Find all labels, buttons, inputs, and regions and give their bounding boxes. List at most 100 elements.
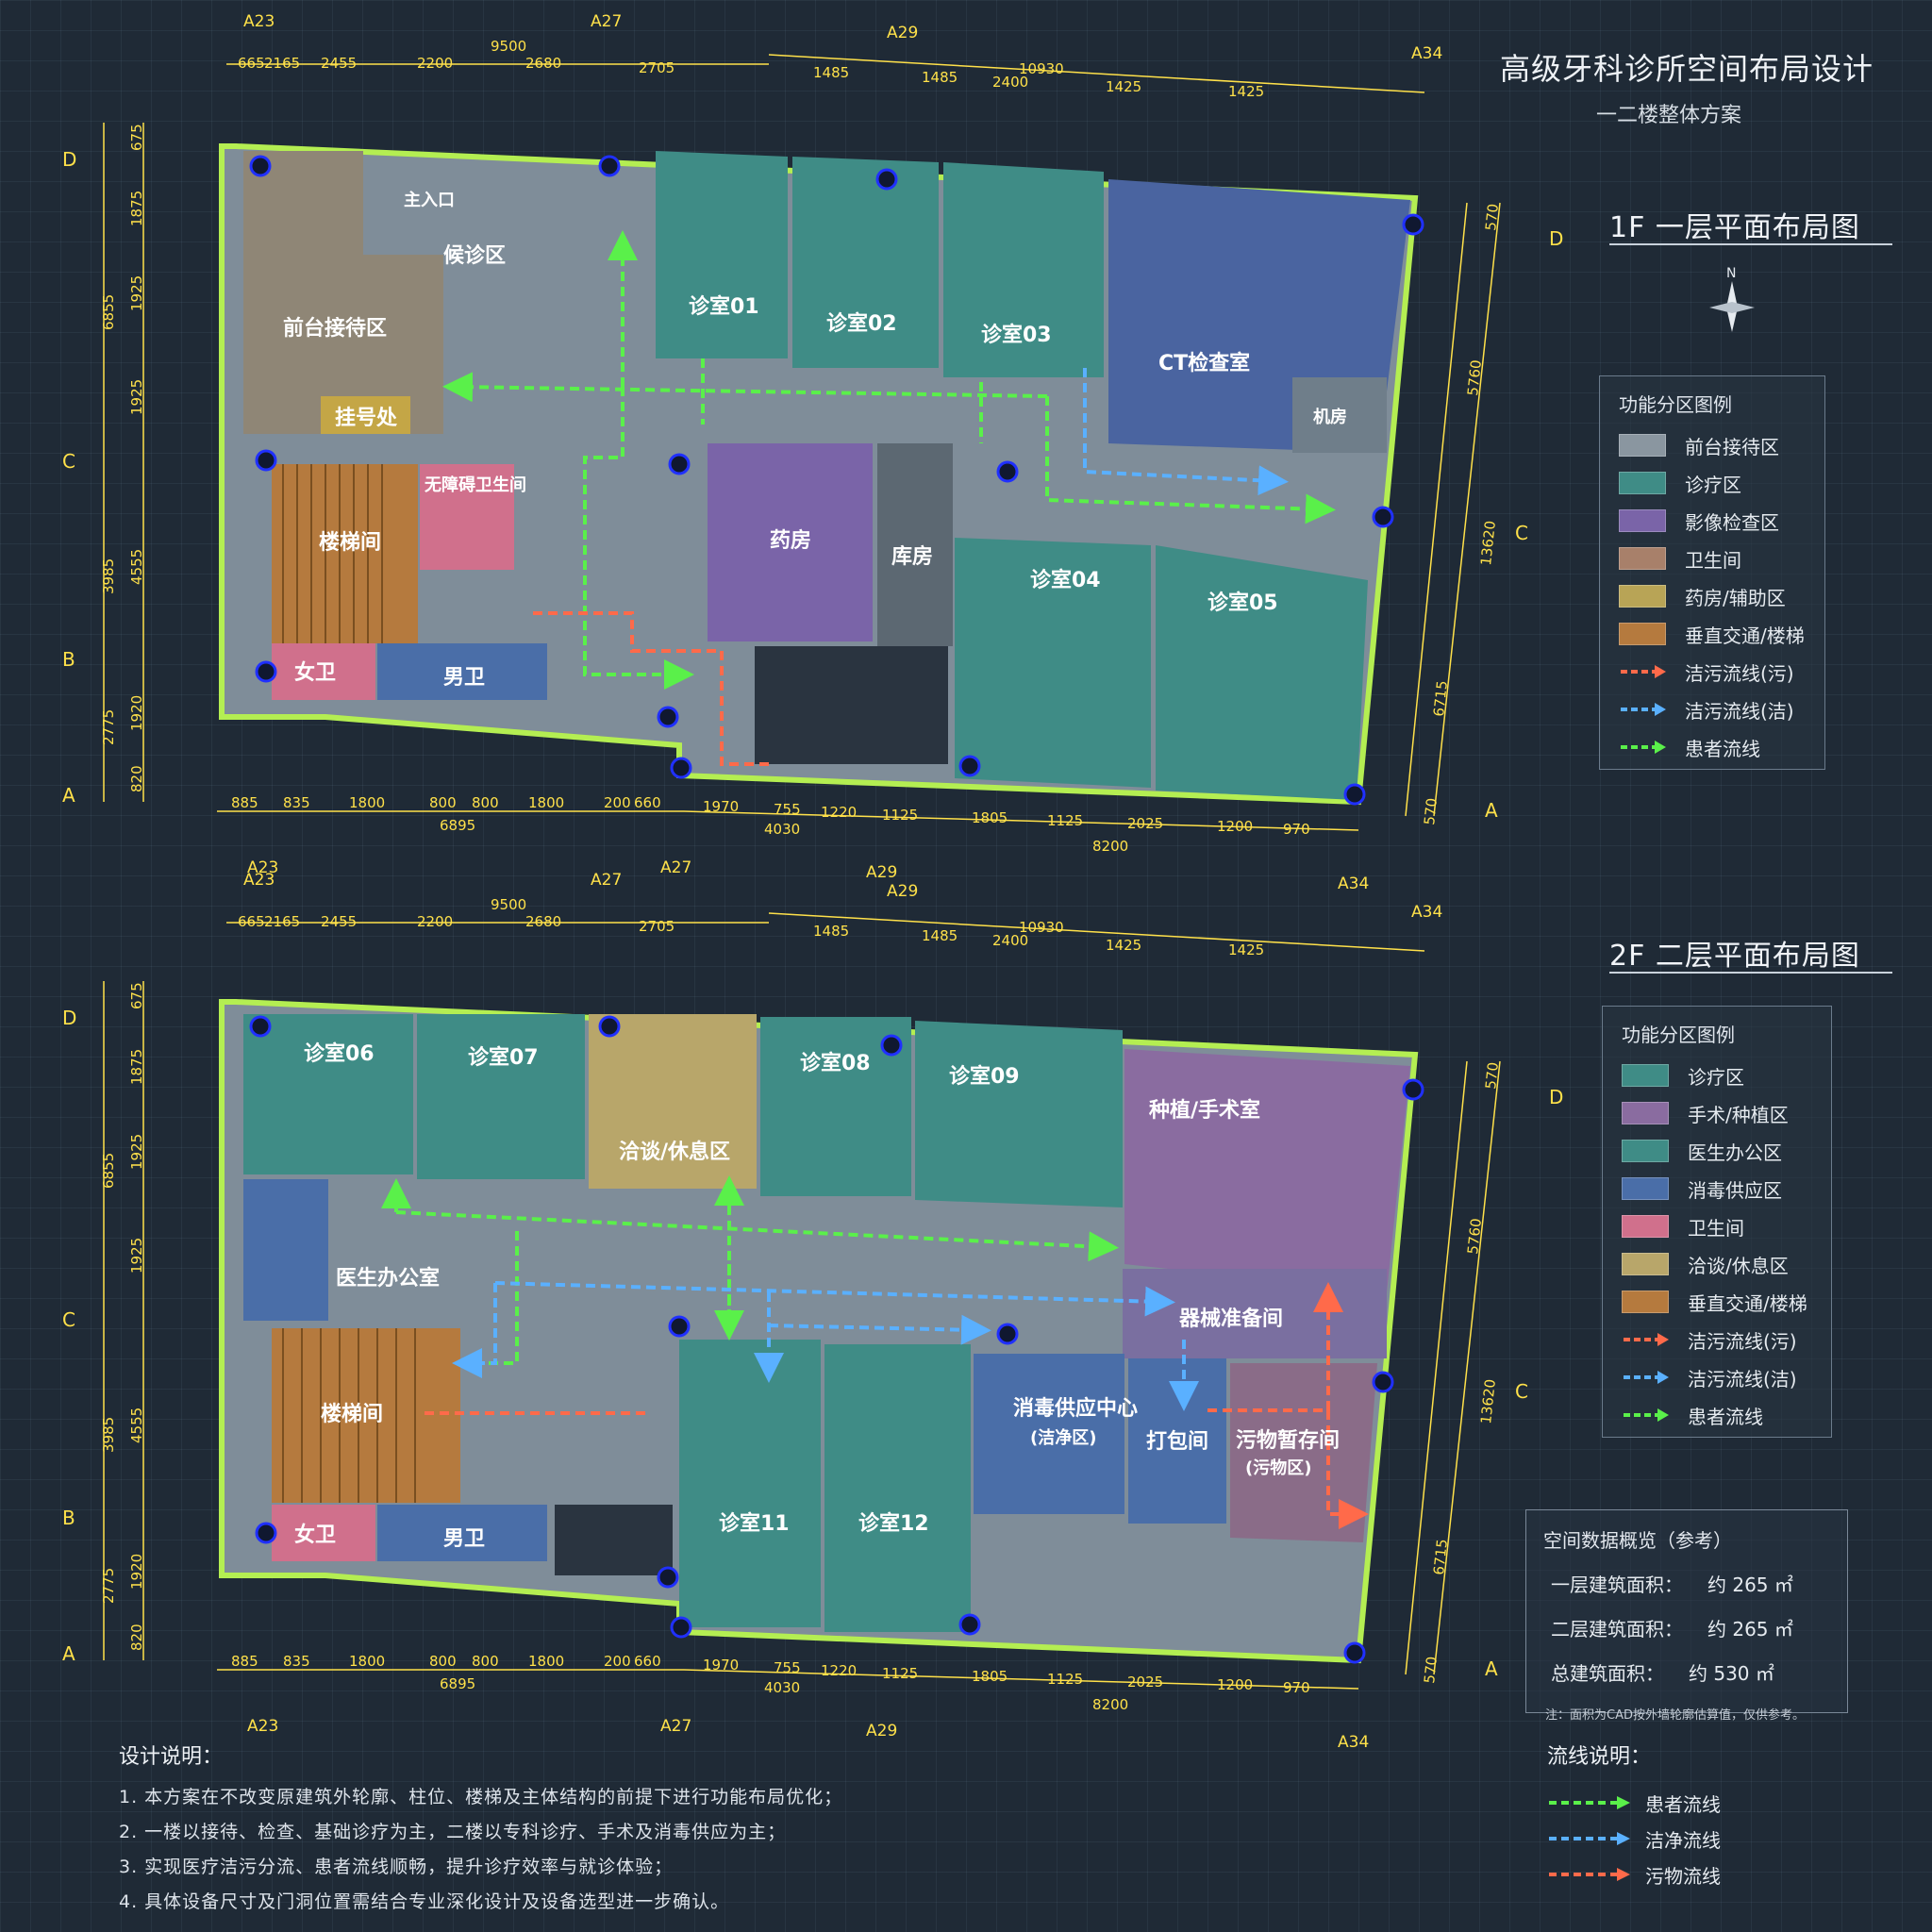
dimension-label: 2775 (100, 709, 117, 745)
dimension-label: 1125 (882, 807, 918, 824)
floor1-legend-item: 洁污流线(污) (1619, 653, 1824, 691)
legend-label: 诊疗区 (1685, 473, 1741, 496)
clinic12-label: 诊室12 (858, 1511, 929, 1536)
accessible-wc-label: 无障碍卫生间 (425, 475, 526, 495)
dimension-label: 4030 (764, 1679, 800, 1696)
legend-swatch (1619, 472, 1666, 494)
axis-label: A23 (247, 1717, 278, 1736)
dark-block-2f (555, 1505, 673, 1575)
floor2-flows (381, 1175, 1369, 1529)
area-summary-box: 空间数据概览（参考） 一层建筑面积：约 265 ㎡ 二层建筑面积：约 265 ㎡… (1525, 1509, 1848, 1723)
design-note-2: 2. 一楼以接待、检查、基础诊疗为主，二楼以专科诊疗、手术及消毒供应为主； (119, 1822, 787, 1842)
doctor-office-room (243, 1179, 328, 1321)
floor2-legend-item: 医生办公区 (1622, 1132, 1831, 1170)
male-wc-label: 男卫 (443, 666, 485, 690)
floor1-legend-item: 诊疗区 (1619, 464, 1824, 502)
clinic05-label: 诊室05 (1208, 591, 1278, 615)
axis-label: A27 (660, 858, 691, 877)
clinic07-room (417, 1014, 585, 1179)
floor2-title-underline (1609, 972, 1892, 974)
dimension-label: 13620 (1477, 520, 1499, 566)
grid-row-label: D (62, 148, 76, 171)
doctor-office-label: 医生办公室 (336, 1266, 440, 1291)
axis-label: A23 (243, 871, 275, 890)
flow-explanation-item: 污物流线 (1547, 1857, 1721, 1892)
flow-explanation-item: 洁净流线 (1547, 1821, 1721, 1857)
flow-arrow-icon (1622, 1367, 1671, 1388)
clinic08-label: 诊室08 (800, 1051, 871, 1075)
flow-arrow-icon (1547, 1795, 1632, 1810)
legend-label: 洁污流线(污) (1688, 1329, 1797, 1353)
dimension-label: 1800 (528, 1653, 564, 1670)
clinic09-label: 诊室09 (949, 1064, 1020, 1089)
design-notes-title: 设计说明： (119, 1745, 224, 1769)
dimension-label: 755 (774, 1659, 801, 1676)
dimension-label: 1220 (821, 1662, 857, 1679)
dimension-label: 570 (1421, 1656, 1441, 1684)
dimension-label: 835 (283, 794, 310, 811)
reception-zone-lower (243, 255, 443, 434)
clinic01-label: 诊室01 (689, 294, 759, 319)
area-row-1f: 一层建筑面积：约 265 ㎡ (1551, 1574, 1793, 1596)
dimension-label: 570 (1482, 1061, 1502, 1090)
dimension-label: 2775 (100, 1568, 117, 1604)
legend-label: 医生办公区 (1688, 1141, 1782, 1164)
legend-label: 洁污流线(洁) (1685, 699, 1794, 723)
dimension-label: 1125 (1047, 1671, 1083, 1688)
registration-desk (321, 396, 410, 434)
waste-room (1230, 1363, 1377, 1542)
floor1-legend-item: 洁污流线(洁) (1619, 691, 1824, 728)
female-wc-label: 女卫 (294, 660, 336, 685)
clinic02-room (792, 157, 939, 368)
grid-row-label: C (62, 450, 75, 473)
floor2-legend-item: 洁污流线(洁) (1622, 1358, 1831, 1396)
dimension-label: 5760 (1464, 359, 1485, 397)
legend-label: 诊疗区 (1688, 1065, 1744, 1089)
dimension-label: 660 (634, 1653, 661, 1670)
clinic03-label: 诊室03 (981, 323, 1052, 347)
dimension-line (1433, 202, 1501, 817)
floor1-plan: 前台接待区 挂号处 主入口 候诊区 楼梯间 无障碍卫生间 女卫 男卫 诊室01 … (219, 143, 1424, 806)
dimension-label: 200 (604, 794, 631, 811)
dimension-label: 9500 (491, 38, 526, 55)
storage-room (877, 443, 953, 646)
page-subtitle: 一二楼整体方案 (1596, 104, 1742, 127)
grid-row-label: C (1515, 1380, 1528, 1403)
pharmacy-room (708, 443, 873, 641)
clinic11-room (679, 1340, 821, 1627)
dimension-label: 1805 (972, 1668, 1008, 1685)
axis-label: A34 (1411, 44, 1442, 63)
accessible-wc-room (420, 464, 514, 570)
dimension-label: 8200 (1092, 838, 1128, 855)
clinic06-room (243, 1014, 413, 1174)
compass-icon: N (1709, 266, 1755, 332)
dimension-line (1405, 1060, 1468, 1675)
sterilization-room (974, 1354, 1124, 1514)
grid-row-label: A (62, 784, 75, 807)
dimension-label: 6895 (440, 817, 475, 834)
clinic05-room (1156, 545, 1368, 800)
stairs-treads-2f (282, 1328, 416, 1503)
legend-swatch (1619, 434, 1666, 457)
legend-label: 垂直交通/楼梯 (1688, 1291, 1807, 1315)
dimension-label: 570 (1482, 203, 1502, 231)
flow-arrow-icon (1622, 1405, 1671, 1425)
stairs-room-2f (272, 1328, 460, 1503)
waiting-label: 候诊区 (443, 243, 506, 268)
stairs-treads (282, 464, 383, 643)
dimension-label: 1425 (1228, 941, 1264, 958)
floor1-title: 1F 一层平面布局图 (1609, 211, 1860, 244)
flow-explanation-item: 患者流线 (1547, 1785, 1721, 1821)
female-wc-2f-label: 女卫 (294, 1523, 336, 1547)
dimension-label: 1200 (1217, 1676, 1253, 1693)
clinic11-label: 诊室11 (719, 1511, 790, 1536)
axis-label: A29 (887, 24, 918, 42)
machine-label: 机房 (1313, 407, 1347, 427)
pharmacy-label: 药房 (770, 528, 811, 553)
male-wc-room-2f (377, 1505, 547, 1561)
dimension-label: 665 (238, 913, 265, 930)
grid-row-label: A (62, 1642, 75, 1665)
floor2-legend-item: 诊疗区 (1622, 1057, 1831, 1094)
dimension-label: 1800 (349, 794, 385, 811)
grid-row-label: D (62, 1007, 76, 1029)
